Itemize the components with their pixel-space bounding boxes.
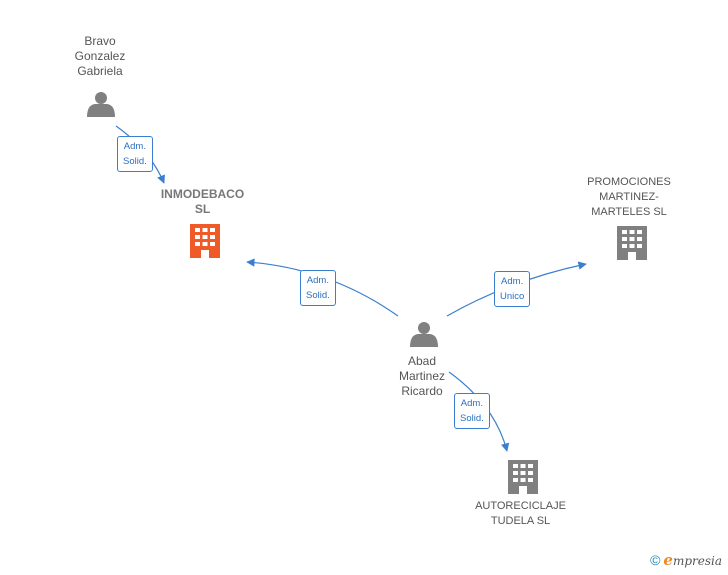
person-icon[interactable]	[87, 92, 115, 117]
role-badge: Adm. Solid.	[454, 393, 490, 429]
person-name-line: Martinez	[398, 369, 445, 383]
company-name-line: TUDELA SL	[490, 515, 551, 527]
person-icon[interactable]	[410, 322, 438, 347]
person-label-bravo[interactable]: Bravo Gonzalez Gabriela	[60, 34, 140, 79]
role-line: Solid.	[306, 290, 330, 301]
role-line: Adm.	[123, 141, 146, 152]
person-label-abad[interactable]: Abad Martinez Ricardo	[382, 354, 462, 399]
role-line: Solid.	[460, 413, 484, 424]
role-badge: Adm. Unico	[494, 271, 531, 307]
company-name-line: AUTORECICLAJE	[475, 500, 566, 512]
company-name-line: MARTINEZ-	[599, 191, 659, 203]
person-name-line: Bravo	[84, 34, 116, 48]
role-line: Solid.	[123, 156, 147, 167]
role-badge: Adm. Solid.	[117, 136, 153, 172]
person-name-line: Gabriela	[77, 64, 123, 78]
role-badge: Adm. Solid.	[300, 270, 336, 306]
building-icon[interactable]	[190, 224, 220, 258]
role-line: Adm.	[460, 398, 483, 409]
person-name-line: Ricardo	[401, 384, 443, 398]
copyright-icon: ©	[650, 552, 661, 568]
company-label-autoreciclaje[interactable]: AUTORECICLAJE TUDELA SL	[463, 499, 578, 529]
role-line: Adm.	[501, 276, 524, 287]
person-name-line: Abad	[407, 354, 437, 368]
company-label-inmodebaco[interactable]: INMODEBACO SL	[145, 187, 260, 217]
company-name-line: SL	[194, 202, 211, 216]
brand-footer[interactable]: ©empresia	[650, 551, 722, 569]
company-label-promociones[interactable]: PROMOCIONES MARTINEZ- MARTELES SL	[574, 175, 684, 220]
brand-logo-text: mpresia	[672, 554, 722, 568]
company-name-line: MARTELES SL	[591, 206, 667, 218]
building-icon[interactable]	[508, 460, 538, 494]
company-name-line: INMODEBACO	[160, 187, 245, 201]
company-name-line: PROMOCIONES	[587, 176, 671, 188]
building-icon[interactable]	[617, 226, 647, 260]
brand-logo-initial: e	[663, 551, 673, 569]
person-name-line: Gonzalez	[74, 49, 126, 63]
role-line: Adm.	[306, 275, 329, 286]
role-line: Unico	[500, 291, 525, 302]
